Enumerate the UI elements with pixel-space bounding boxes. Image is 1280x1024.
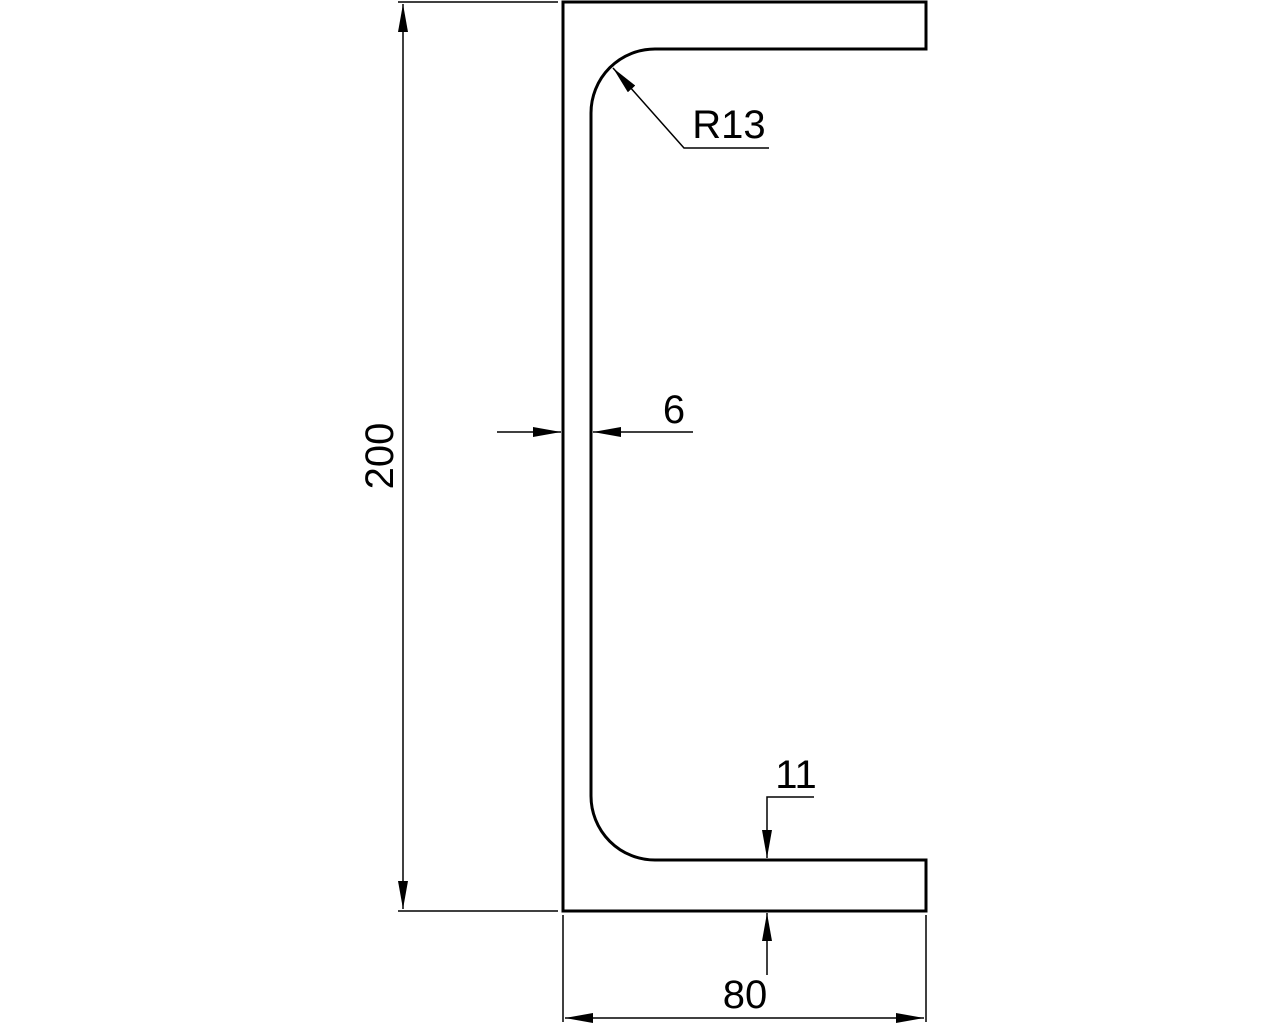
height-dimension: 200	[358, 1, 558, 912]
radius-leader-line	[612, 67, 769, 149]
width-dimension: 80	[562, 915, 927, 1023]
fillet-radius-leader: R13	[612, 67, 769, 149]
channel-profile	[561, 0, 928, 913]
flange-thickness-label: 11	[775, 753, 817, 797]
flange-thickness-dimension: 11	[762, 753, 817, 975]
web-thickness-dimension: 6	[497, 388, 693, 437]
flange-arrow-top	[762, 796, 814, 858]
web-thickness-label: 6	[663, 388, 685, 432]
fillet-radius-label: R13	[692, 103, 765, 147]
height-label: 200	[358, 423, 402, 490]
width-label: 80	[723, 973, 768, 1017]
